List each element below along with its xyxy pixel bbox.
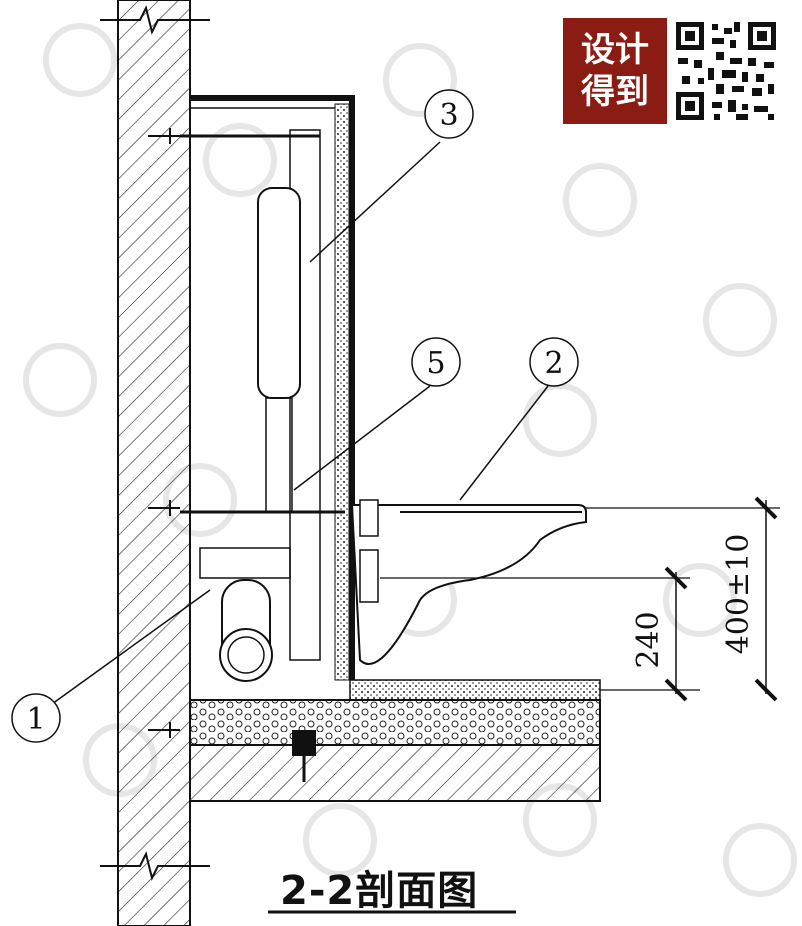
badge-line-1: 设计 — [581, 30, 649, 70]
concealed-cistern — [257, 187, 301, 399]
wall-break-symbol-top — [100, 5, 210, 35]
callout-3: 3 — [309, 89, 474, 263]
floor-drain-fitting — [292, 730, 316, 756]
callout-2: 2 — [459, 337, 579, 501]
drain-pipe-inner — [227, 636, 265, 674]
callout-1-label: 1 — [26, 702, 45, 737]
partition-enclosure — [190, 95, 355, 680]
brand-badge: 设计 得到 — [563, 18, 667, 124]
wall-anchors — [148, 128, 180, 738]
toilet-bolt-lower — [359, 549, 379, 603]
concrete-wall — [117, 0, 191, 926]
callout-2-label: 2 — [544, 346, 563, 381]
badge-line-2: 得到 — [581, 72, 649, 112]
floor-slab — [189, 744, 601, 802]
floor-screed — [189, 699, 601, 746]
dimension-outlet-label: 240 — [631, 611, 666, 668]
dimension-outlet — [664, 566, 688, 702]
callout-5-label: 5 — [426, 346, 445, 381]
dimension-seat — [754, 496, 778, 702]
dimension-seat-label: 400±10 — [721, 534, 756, 655]
callout-3-label: 3 — [439, 98, 458, 133]
toilet-bowl — [350, 504, 587, 665]
drain-connector — [199, 547, 291, 579]
wall-break-symbol-bottom — [100, 851, 210, 881]
partition-board — [334, 103, 350, 681]
cistern-pipe — [265, 397, 293, 513]
qr-code-icon — [672, 18, 780, 124]
callout-5: 5 — [293, 337, 461, 491]
floor-finish — [349, 679, 601, 701]
callout-1: 1 — [11, 589, 211, 743]
section-title: 2-2剖面图 — [280, 868, 479, 914]
toilet-bolt-upper — [359, 499, 379, 537]
